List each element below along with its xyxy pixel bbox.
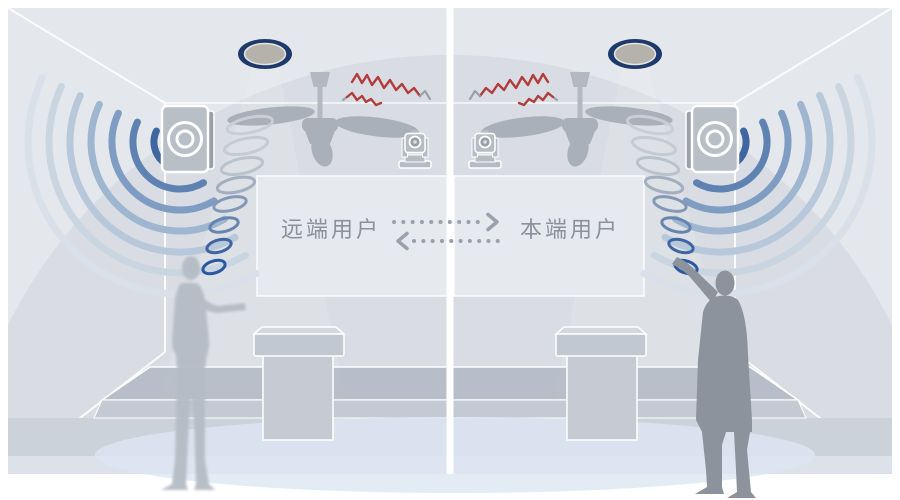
wall-speaker-icon-right <box>684 104 740 174</box>
ceiling-light-icon-left <box>237 38 293 70</box>
wall-speaker-icon-left <box>160 104 216 174</box>
local-screen <box>453 175 645 297</box>
podium-right <box>555 326 647 441</box>
remote-user-label: 远端用户 <box>281 218 381 243</box>
presenter-silhouette-left <box>161 256 246 490</box>
arrowhead-left-icon <box>396 231 409 251</box>
presenter-silhouette-right <box>672 257 756 498</box>
local-user-label: 本端用户 <box>520 218 620 243</box>
ceiling-light-icon-right <box>607 38 663 70</box>
podium-left <box>253 326 345 441</box>
arrowhead-right-icon <box>486 212 499 232</box>
connection-arrows <box>392 212 508 251</box>
